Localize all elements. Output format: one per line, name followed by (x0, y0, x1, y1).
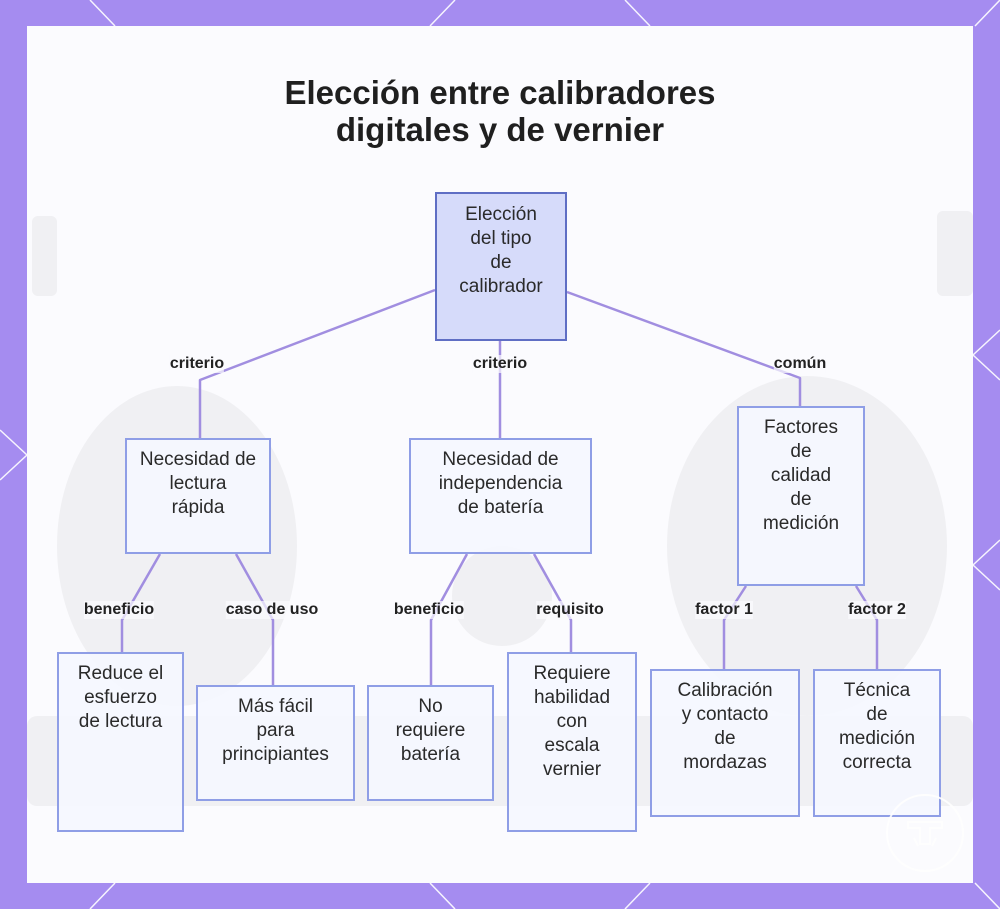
node-text-line: independencia (439, 472, 563, 496)
node-text-line: calidad (763, 464, 839, 488)
node-text-line: Necesidad de (140, 448, 256, 472)
node-text-line: vernier (533, 758, 610, 782)
node-text-line: para (222, 719, 329, 743)
node-text-line: de (763, 440, 839, 464)
node-text-line: de (677, 727, 772, 751)
node-text-line: y contacto (677, 703, 772, 727)
node-text-line: requiere (396, 719, 466, 743)
node-text-line: de batería (439, 496, 563, 520)
node-text-line: medición (839, 727, 915, 751)
node-text-line: de lectura (78, 710, 164, 734)
node-text-line: del tipo (459, 227, 542, 251)
edge-label-root-rapida: criterio (170, 355, 224, 373)
edge-label-rapida-principiantes: caso de uso (226, 601, 318, 619)
node-text-line: escala (533, 734, 610, 758)
node-text-line: rápida (140, 496, 256, 520)
node-text-line: Elección (459, 203, 542, 227)
edge-label-root-calidad: común (774, 355, 826, 373)
node-text-line: Técnica (839, 679, 915, 703)
node-text-line: Reduce el (78, 662, 164, 686)
edge-label-bateria-no-bateria: beneficio (394, 601, 464, 619)
node-text-line: de (459, 251, 542, 275)
edge-calidad-calibracion (724, 586, 746, 669)
node-text-line: Necesidad de (439, 448, 563, 472)
node-text-line: mordazas (677, 751, 772, 775)
caliper-logo-icon (884, 792, 966, 874)
node-text-line: de (839, 703, 915, 727)
node-text-line: esfuerzo (78, 686, 164, 710)
edge-label-calidad-calibracion: factor 1 (695, 601, 753, 619)
edge-root-rapida (200, 290, 435, 438)
edge-label-rapida-esfuerzo: beneficio (84, 601, 154, 619)
node-text-line: Calibración (677, 679, 772, 703)
node-text-line: medición (763, 512, 839, 536)
node-text-line: principiantes (222, 743, 329, 767)
edge-label-root-bateria: criterio (473, 355, 527, 373)
node-text-line: habilidad (533, 686, 610, 710)
edge-calidad-tecnica (856, 586, 877, 669)
node-text-line: No (396, 695, 466, 719)
edge-label-calidad-tecnica: factor 2 (848, 601, 906, 619)
node-text-line: calibrador (459, 275, 542, 299)
node-text-line: Factores (763, 416, 839, 440)
node-text-line: correcta (839, 751, 915, 775)
node-text-line: Requiere (533, 662, 610, 686)
edge-label-bateria-habilidad: requisito (536, 601, 604, 619)
node-text-line: de (763, 488, 839, 512)
edge-root-calidad (567, 292, 800, 406)
node-text-line: batería (396, 743, 466, 767)
node-text-line: lectura (140, 472, 256, 496)
edge-bateria-no-bateria (431, 554, 467, 685)
edge-rapida-principiantes (236, 554, 273, 685)
node-text-line: Más fácil (222, 695, 329, 719)
node-text-line: con (533, 710, 610, 734)
